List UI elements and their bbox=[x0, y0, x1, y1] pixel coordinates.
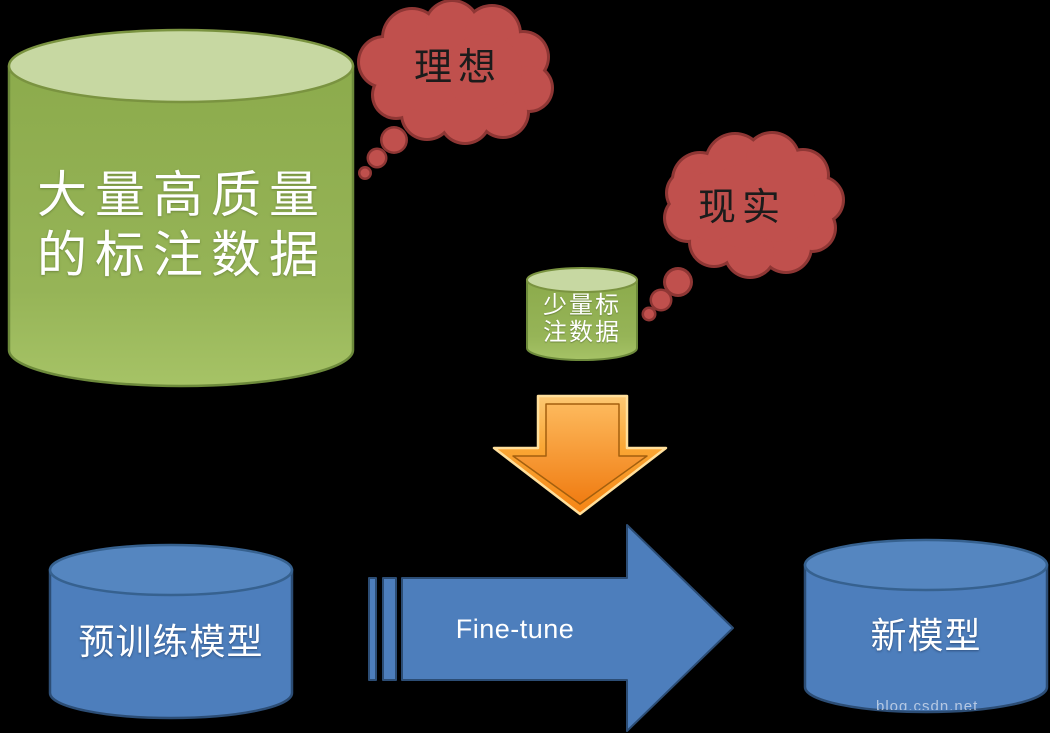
ideal-thought-cloud bbox=[357, 0, 554, 180]
reality-thought-cloud bbox=[641, 131, 845, 322]
pretrained-cylinder-body bbox=[48, 568, 294, 720]
big-cylinder-body bbox=[7, 64, 355, 388]
finetune-arrow-body bbox=[401, 524, 734, 732]
reality-cloud-fill bbox=[644, 134, 842, 319]
finetune-arrow-stripe-1 bbox=[368, 577, 377, 681]
finetune-arrow-stripe-2 bbox=[382, 577, 397, 681]
pretrained-cylinder-top bbox=[48, 543, 294, 597]
ideal-cloud-fill bbox=[360, 2, 551, 178]
finetune-striped-arrow bbox=[368, 524, 734, 732]
big-data-cylinder bbox=[7, 28, 355, 388]
new-model-cylinder-body bbox=[803, 563, 1049, 714]
big-cylinder-top bbox=[7, 28, 355, 104]
small-cylinder-top bbox=[526, 267, 638, 293]
down-arrow-inner bbox=[512, 403, 648, 505]
small-data-cylinder bbox=[526, 267, 638, 361]
small-cylinder-body bbox=[526, 279, 638, 361]
new-model-cylinder bbox=[803, 538, 1049, 714]
new-model-cylinder-top bbox=[803, 538, 1049, 592]
down-arrow bbox=[492, 394, 668, 516]
pretrained-model-cylinder bbox=[48, 543, 294, 720]
